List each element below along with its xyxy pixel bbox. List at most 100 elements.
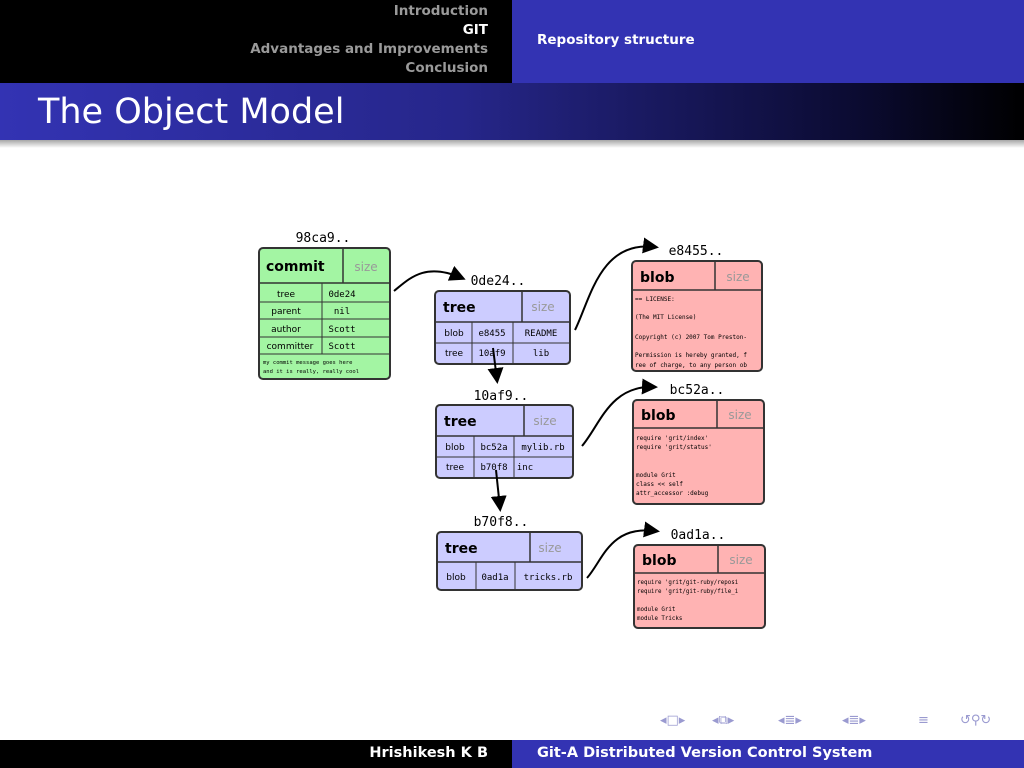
arrow-tree-to-blob-0ad1a bbox=[586, 521, 660, 579]
nav-section-git[interactable]: GIT bbox=[462, 22, 488, 38]
blob-size-label: size bbox=[729, 553, 752, 567]
commit-box bbox=[258, 247, 391, 380]
commit-row-value: Scott bbox=[328, 342, 355, 352]
commit-row-key: committer bbox=[267, 342, 314, 352]
blob-content-line: module Tricks bbox=[637, 616, 682, 622]
header-subsection-panel: Repository structure bbox=[512, 0, 1024, 83]
blob-hash: bc52a.. bbox=[670, 383, 725, 398]
nav-section-introduction[interactable]: Introduction bbox=[393, 3, 488, 19]
commit-row-value: Scott bbox=[328, 325, 355, 335]
blob-box bbox=[633, 544, 766, 629]
tree-entry-hash: 0ad1a bbox=[481, 573, 508, 583]
tree-type-label: tree bbox=[445, 541, 478, 557]
tree-entry-hash: 10af9 bbox=[478, 349, 505, 359]
title-shadow bbox=[0, 140, 1024, 148]
tree-box bbox=[436, 531, 583, 591]
blob-hash: e8455.. bbox=[669, 244, 724, 259]
arrow-tree-to-blob-bc52a bbox=[581, 378, 658, 447]
blob-type-label: blob bbox=[642, 553, 676, 569]
blob-content-line: module Grit bbox=[636, 472, 676, 479]
search-nav-icon[interactable]: ↺⚲↻ bbox=[960, 713, 992, 728]
tree-entry-type: blob bbox=[446, 573, 466, 583]
blob-size-label: size bbox=[728, 408, 751, 422]
blob-content-line: require 'grit/index' bbox=[636, 435, 708, 442]
nav-subsection-repository-structure[interactable]: Repository structure bbox=[537, 32, 695, 48]
blob-object-e8455: e8455.. blob size == LICENSE: (The MIT L… bbox=[631, 244, 763, 372]
tree-box bbox=[434, 290, 571, 365]
blob-object-bc52a: bc52a.. blob size require 'grit/index' r… bbox=[632, 383, 765, 505]
commit-row-key: author bbox=[271, 325, 301, 335]
nav-section-advantages[interactable]: Advantages and Improvements bbox=[250, 41, 488, 57]
commit-row-value: nil bbox=[334, 307, 350, 317]
arrow-tree-to-tree-b70f8 bbox=[490, 469, 507, 512]
frame-nav-icon[interactable]: ◂□▸ bbox=[660, 713, 686, 728]
footer-title-panel: Git-A Distributed Version Control System bbox=[512, 740, 1024, 768]
blob-type-label: blob bbox=[641, 408, 675, 424]
tree-entry-hash: b70f8 bbox=[480, 463, 507, 473]
blob-content-line: ree of charge, to any person ob bbox=[635, 362, 747, 369]
blob-content-line: Copyright (c) 2007 Tom Preston- bbox=[635, 334, 747, 341]
tree-entry-name: inc bbox=[517, 463, 533, 473]
blob-content-line: Permission is hereby granted, f bbox=[635, 352, 747, 359]
diagram-arrows bbox=[393, 237, 660, 579]
tree-type-label: tree bbox=[444, 414, 477, 430]
blob-content-line: class << self bbox=[636, 481, 683, 488]
tree-entry-name: lib bbox=[533, 349, 549, 359]
tree-hash: 10af9.. bbox=[474, 389, 529, 404]
frame-title-bar: The Object Model bbox=[0, 83, 1024, 140]
blob-object-0ad1a: 0ad1a.. blob size require 'grit/git-ruby… bbox=[633, 528, 766, 629]
tree-size-label: size bbox=[538, 541, 561, 555]
tree-entry-type: tree bbox=[445, 349, 464, 359]
tree-hash: 0de24.. bbox=[471, 274, 526, 289]
doc-nav-icon[interactable]: ◂≣▸ bbox=[842, 713, 866, 728]
header-sections-panel: Introduction GIT Advantages and Improvem… bbox=[0, 0, 512, 83]
commit-size-label: size bbox=[354, 260, 377, 274]
footer-author-panel: Hrishikesh K B bbox=[0, 740, 512, 768]
slide-title: The Object Model bbox=[38, 92, 345, 132]
footer-author: Hrishikesh K B bbox=[369, 745, 488, 761]
tree-entry-hash: bc52a bbox=[480, 443, 507, 453]
arrow-tree-to-blob-e8455 bbox=[574, 237, 659, 331]
commit-message-line: and it is really, really cool bbox=[263, 369, 359, 375]
blob-content-line: require 'grit/git-ruby/file_i bbox=[637, 589, 739, 595]
commit-message-line: my commit message goes here bbox=[263, 360, 352, 366]
blob-content-line: module Grit bbox=[637, 607, 675, 613]
commit-type-label: commit bbox=[266, 259, 325, 275]
tree-size-label: size bbox=[533, 414, 556, 428]
commit-object: 98ca9.. commit size tree 0de24 parent ni… bbox=[258, 231, 391, 380]
subsection-nav-icon[interactable]: ◂⧉▸ bbox=[712, 713, 735, 728]
blob-type-label: blob bbox=[640, 270, 674, 286]
commit-hash: 98ca9.. bbox=[296, 231, 351, 246]
tree-size-label: size bbox=[531, 300, 554, 314]
arrow-commit-to-tree bbox=[393, 265, 466, 292]
blob-content-line: require 'grit/git-ruby/reposi bbox=[637, 580, 739, 586]
tree-entry-type: tree bbox=[446, 463, 465, 473]
tree-entry-hash: e8455 bbox=[478, 329, 505, 339]
blob-content-line: (The MIT License) bbox=[635, 314, 696, 321]
blob-box bbox=[632, 399, 765, 505]
nav-section-conclusion[interactable]: Conclusion bbox=[405, 60, 488, 76]
navigation-symbols: ◂□▸ ◂⧉▸ ◂≣▸ ◂≣▸ ≡ ↺⚲↻ bbox=[660, 713, 1020, 733]
arrow-tree-to-tree-10af9 bbox=[487, 347, 504, 384]
tree-hash: b70f8.. bbox=[474, 515, 529, 530]
tree-entry-type: blob bbox=[445, 443, 465, 453]
blob-size-label: size bbox=[726, 270, 749, 284]
commit-row-value: 0de24 bbox=[328, 290, 355, 300]
commit-row-key: tree bbox=[277, 290, 296, 300]
tree-object-0de24: 0de24.. tree size blob e8455 README tree… bbox=[434, 274, 571, 365]
tree-type-label: tree bbox=[443, 300, 476, 316]
blob-box bbox=[631, 260, 763, 372]
blob-content-line: require 'grit/status' bbox=[636, 444, 712, 451]
tree-entry-name: mylib.rb bbox=[521, 443, 564, 453]
blob-content-line: == LICENSE: bbox=[635, 296, 675, 303]
footer-title: Git-A Distributed Version Control System bbox=[537, 745, 873, 761]
tree-entry-type: blob bbox=[444, 329, 464, 339]
blob-hash: 0ad1a.. bbox=[671, 528, 726, 543]
section-nav-icon[interactable]: ◂≣▸ bbox=[778, 713, 802, 728]
tree-entry-name: tricks.rb bbox=[524, 573, 573, 583]
tree-entry-name: README bbox=[525, 329, 558, 339]
tree-object-b70f8: b70f8.. tree size blob 0ad1a tricks.rb bbox=[436, 515, 583, 591]
toc-nav-icon[interactable]: ≡ bbox=[918, 713, 929, 728]
tree-box bbox=[435, 404, 574, 479]
